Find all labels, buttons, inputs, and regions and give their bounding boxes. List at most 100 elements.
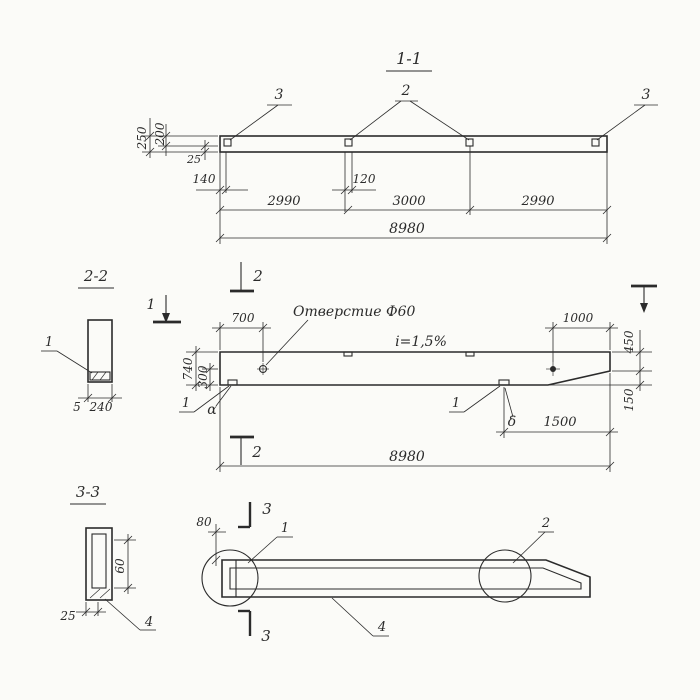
- bottom-plate-right: [498, 379, 510, 386]
- slope-label: i=1,5%: [395, 334, 447, 350]
- dim-2990-right-label: 2990: [520, 194, 554, 209]
- alpha-label: α: [207, 402, 217, 418]
- callout-2-plan-label: 2: [541, 516, 550, 531]
- bottom-plate-left: [227, 379, 238, 386]
- callout-4-section-3-3: 4: [104, 598, 156, 631]
- section-title-3-3: 3-3: [76, 483, 100, 501]
- dim-25: 25: [186, 140, 210, 166]
- dim-450: 450: [612, 330, 652, 391]
- dim-250-label: 250: [135, 126, 149, 150]
- dim-25-section-3-3: 25: [59, 602, 106, 623]
- callout-2-label: 2: [401, 83, 411, 99]
- embedded-plates-1-1: [223, 138, 600, 147]
- marker-3-top-label: 3: [262, 500, 272, 518]
- dim-140-label: 140: [193, 172, 216, 186]
- dim-300-label: 300: [196, 365, 210, 388]
- hole-label: Отверстие Ф60: [293, 304, 416, 320]
- delta-label: δ: [508, 414, 516, 430]
- dim-5-label: 5: [73, 400, 81, 414]
- dim-740: 740: [181, 346, 218, 391]
- dim-240-label: 240: [89, 400, 113, 414]
- dim-8980-top-label: 8980: [389, 221, 425, 237]
- callout-3-left: 3: [229, 87, 292, 141]
- callout-3-left-label: 3: [275, 87, 284, 103]
- callout-1-elevation-left: 1: [179, 385, 230, 413]
- dim-3000-label: 3000: [392, 194, 425, 209]
- dim-140: 140: [193, 152, 248, 195]
- callout-3-right: 3: [596, 87, 658, 141]
- view-section-2-2: 2-2 1 5 240: [41, 267, 122, 414]
- detail-circle-left: [201, 549, 259, 607]
- callout-3-right-label: 3: [642, 87, 651, 103]
- callout-1-left-label: 1: [182, 396, 190, 411]
- hole-right: [546, 362, 560, 376]
- callout-1-label: 1: [45, 335, 53, 350]
- dim-120-label: 120: [353, 172, 376, 186]
- section-marker-1-left: 1: [147, 295, 181, 324]
- marker-1-left-label: 1: [147, 297, 156, 313]
- dim-150: 150: [548, 380, 652, 411]
- dim-total-8980-elevation: 8980: [215, 387, 615, 472]
- callout-2-plan: 2: [512, 516, 554, 564]
- dim-740-label: 740: [181, 357, 195, 380]
- dim-700-label: 700: [232, 311, 255, 325]
- dim-300: 300: [196, 363, 218, 391]
- top-insert-left: [343, 351, 353, 357]
- callout-1-section-2-2: 1: [41, 335, 93, 374]
- hole-left: [257, 363, 269, 375]
- dim-1500-label: 1500: [543, 415, 576, 430]
- annotation-alpha: α: [207, 385, 232, 418]
- view-section-3-3: 3-3 60 25 4: [59, 483, 156, 631]
- view-section-1-1: 1-1 3 2 3: [135, 49, 658, 244]
- marker-3-bottom-label: 3: [261, 627, 271, 645]
- callout-4-plan: 4: [331, 597, 389, 637]
- view-plan: 3 1 2 80 4 3: [196, 500, 591, 645]
- callout-2-middle: 2: [349, 83, 470, 141]
- section-2-2-outline: [87, 319, 113, 383]
- dim-120: 120: [332, 152, 376, 212]
- dim-80-label: 80: [196, 515, 212, 529]
- callout-1-right-label: 1: [452, 396, 460, 411]
- plan-outline: [221, 559, 591, 598]
- callout-1-plan: 1: [247, 521, 293, 564]
- callout-4-plan-label: 4: [377, 620, 386, 635]
- detail-circle-right: [478, 549, 532, 603]
- section-title-2-2: 2-2: [83, 267, 108, 285]
- dim-700: 700: [212, 311, 271, 362]
- dim-450-label: 450: [622, 330, 636, 354]
- marker-2-top-label: 2: [252, 267, 263, 285]
- callout-4-label: 4: [144, 615, 153, 630]
- beam-elevation-outline: [219, 351, 611, 386]
- annotation-delta: δ: [504, 387, 516, 430]
- dim-80: 80: [196, 515, 226, 566]
- view-direction-arrow-left: [162, 313, 170, 323]
- hole-annotation: Отверстие Ф60: [265, 304, 416, 366]
- dim-total-8980-top: 8980: [215, 221, 612, 243]
- marker-2-bottom-label: 2: [251, 443, 262, 461]
- section-3-3-inner: [91, 533, 107, 589]
- top-insert-right: [465, 351, 475, 357]
- view-direction-arrow-right: [640, 303, 648, 313]
- dim-150-label: 150: [622, 388, 636, 411]
- plan-inner-outline: [229, 567, 582, 590]
- view-elevation: Отверстие Ф60 i=1,5% 700 1000 740: [179, 304, 652, 472]
- dim-spans: 2990 3000 2990: [215, 146, 612, 244]
- dim-60-label: 60: [113, 558, 127, 574]
- section-marker-3-bottom: 3: [238, 609, 271, 645]
- dim-25-label: 25: [186, 153, 201, 166]
- section-marker-1-right: [631, 284, 657, 313]
- section-marker-3-top: 3: [238, 500, 272, 529]
- section-title-1-1: 1-1: [396, 49, 422, 68]
- dim-2990-left-label: 2990: [266, 194, 300, 209]
- dim-60: 60: [113, 534, 136, 594]
- dim-1000: 1000: [545, 311, 618, 362]
- dim-25b-label: 25: [59, 609, 75, 623]
- beam-outline-1-1: [219, 135, 608, 153]
- callout-1-plan-label: 1: [281, 521, 289, 536]
- dim-5-240: 5 240: [73, 384, 122, 414]
- callout-1-elevation-right: 1: [449, 385, 501, 413]
- dim-1000-label: 1000: [563, 311, 594, 325]
- dim-1500: 1500: [496, 373, 618, 438]
